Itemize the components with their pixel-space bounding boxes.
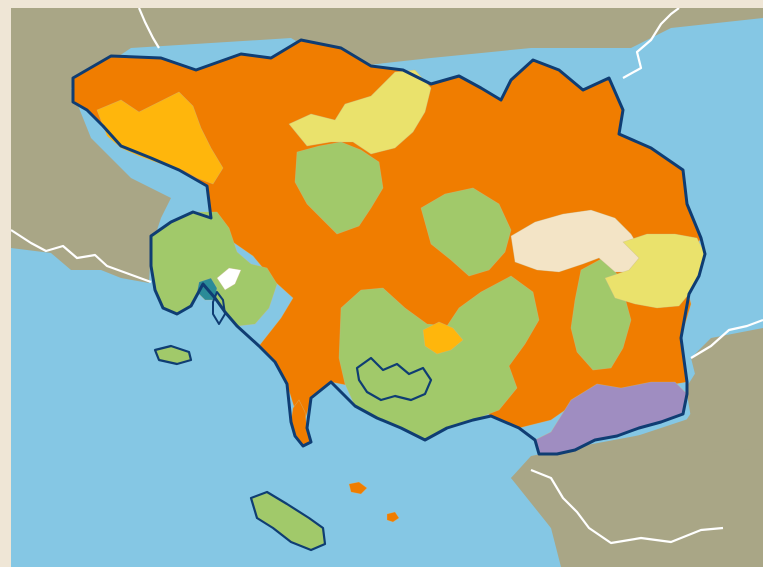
region-green-north bbox=[294, 141, 384, 235]
island-hoedic bbox=[386, 511, 400, 523]
coastline-west bbox=[11, 229, 152, 284]
region-gold-northwest bbox=[96, 91, 224, 185]
coastline-northeast bbox=[622, 8, 680, 79]
region-white-west bbox=[216, 267, 242, 291]
region-gold-south bbox=[422, 321, 464, 355]
island-houat bbox=[348, 481, 368, 495]
coastline-east bbox=[690, 318, 763, 359]
belle-ile-outline bbox=[249, 490, 327, 552]
region-yellow-north bbox=[288, 69, 432, 155]
lorient-inlet bbox=[212, 291, 226, 325]
land-southeast bbox=[521, 448, 763, 567]
coastline-north bbox=[137, 8, 160, 49]
region-yellow-east bbox=[604, 233, 706, 309]
department-boundary bbox=[71, 38, 707, 456]
groix-outline bbox=[153, 344, 193, 366]
coastline-southeast bbox=[530, 468, 724, 545]
region-green-central bbox=[420, 187, 512, 277]
gulf-of-morbihan bbox=[355, 356, 433, 402]
choropleth-map bbox=[11, 8, 763, 567]
map-container bbox=[11, 8, 763, 567]
